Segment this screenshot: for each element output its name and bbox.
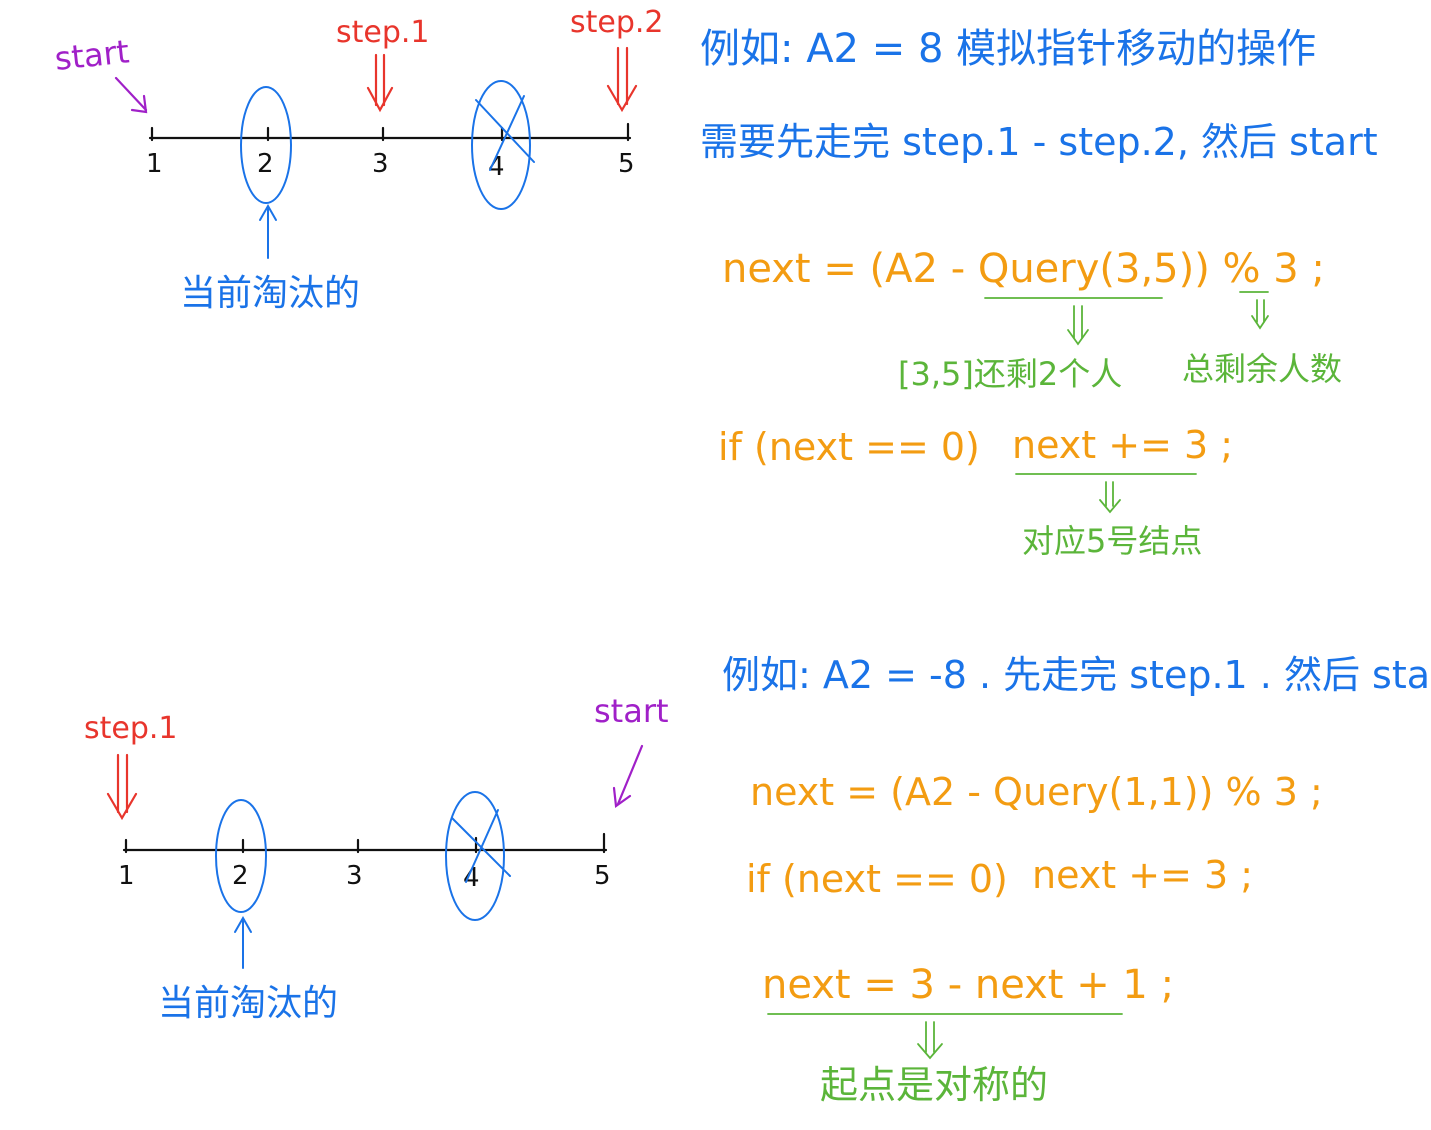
start-label-2: start bbox=[594, 692, 669, 730]
eliminated-label-1: 当前淘汰的 bbox=[180, 273, 360, 314]
formula2-mirror: next = 3 - next + 1 ; bbox=[762, 962, 1174, 1008]
num-1-3: 3 bbox=[372, 149, 389, 179]
formula1: next = (A2 - Query(3,5)) % 3 ; bbox=[722, 246, 1325, 292]
note-total-1: 总剩余人数 bbox=[1182, 350, 1342, 388]
removed-circle-2 bbox=[445, 791, 505, 921]
query-arrow-head-1 bbox=[1067, 329, 1089, 346]
example1-line1: 例如: A2 = 8 模拟指针移动的操作 bbox=[700, 26, 1316, 72]
current-eliminated-circle-2 bbox=[215, 799, 267, 913]
note-sym-2: 起点是对称的 bbox=[820, 1063, 1048, 1107]
start-arrow-1 bbox=[114, 76, 148, 112]
eliminated-label-2: 当前淘汰的 bbox=[158, 983, 338, 1024]
cross-line-a-1 bbox=[475, 99, 535, 163]
num-1-5: 5 bbox=[618, 149, 635, 179]
node-arrow-head-1 bbox=[1099, 499, 1121, 514]
sym-arrow-head-2 bbox=[917, 1043, 943, 1060]
step1-arrow-head-1 bbox=[366, 86, 394, 113]
example1-line2: 需要先走完 step.1 - step.2, 然后 start bbox=[700, 120, 1378, 164]
start-label-1: start bbox=[53, 32, 131, 78]
if-cond-1: if (next == 0) bbox=[718, 425, 980, 469]
step1-label-1: step.1 bbox=[336, 15, 430, 50]
note-node-1: 对应5号结点 bbox=[1022, 522, 1202, 560]
step1-label-2: step.1 bbox=[84, 711, 178, 746]
cross-line-b-1 bbox=[489, 95, 525, 171]
example2-line1: 例如: A2 = -8 . 先走完 step.1 . 然后 start bbox=[722, 653, 1431, 697]
num-1-1: 1 bbox=[146, 149, 163, 179]
diagram1-group: 1 2 3 4 5 当前淘汰的 start step.1 step.2 例如: … bbox=[53, 5, 1378, 560]
diagram2-group: 1 2 3 4 5 当前淘汰的 step.1 start 例如: A2 = -8… bbox=[84, 653, 1431, 1107]
num-2-3: 3 bbox=[346, 861, 363, 891]
num-2-5: 5 bbox=[594, 861, 611, 891]
if-cond-2: if (next == 0) bbox=[746, 857, 1008, 901]
start-arrow-2 bbox=[616, 744, 644, 806]
start-arrow-head-1 bbox=[130, 94, 148, 114]
num-1-4: 4 bbox=[488, 152, 505, 182]
step2-label-1: step.2 bbox=[570, 5, 664, 40]
cross-line-b-2 bbox=[465, 809, 499, 883]
num-2-4: 4 bbox=[463, 863, 480, 893]
up-arrow-head-1 bbox=[259, 203, 277, 221]
current-eliminated-circle-1 bbox=[240, 86, 292, 204]
up-arrow-head-2 bbox=[234, 915, 252, 933]
if-stmt-1: next += 3 ; bbox=[1012, 423, 1233, 467]
num-1-2: 2 bbox=[257, 149, 274, 179]
note-query-1: [3,5]还剩2个人 bbox=[898, 355, 1122, 393]
num-2-2: 2 bbox=[232, 861, 249, 891]
total-arrow-head-1 bbox=[1251, 315, 1269, 330]
num-2-1: 1 bbox=[118, 861, 135, 891]
start-arrow-head-2 bbox=[612, 786, 632, 808]
if-stmt-2: next += 3 ; bbox=[1032, 853, 1253, 897]
removed-circle-1 bbox=[471, 80, 531, 210]
formula2-line: next = (A2 - Query(1,1)) % 3 ; bbox=[750, 770, 1323, 814]
step1-arrow-head-2 bbox=[106, 792, 138, 821]
step2-arrow-head-1 bbox=[606, 84, 638, 113]
